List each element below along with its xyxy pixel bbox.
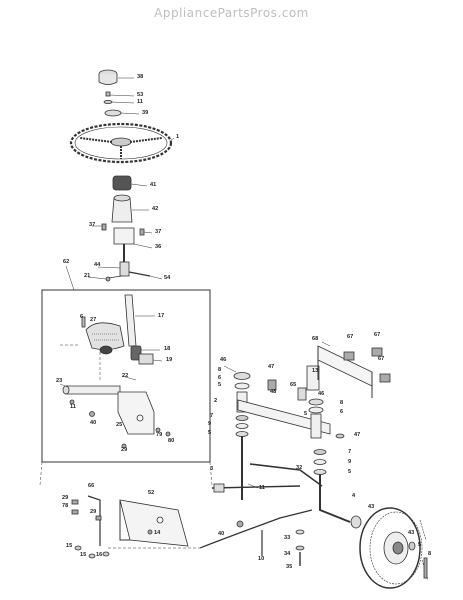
- part-callout-c67a: 67: [347, 334, 353, 340]
- part-callout-c7b: 7: [348, 449, 351, 455]
- part-callout-c17: 17: [158, 313, 164, 319]
- drag-link: [211, 463, 323, 493]
- steering-gear: [81, 316, 125, 355]
- part-callout-c6c: 6: [340, 409, 343, 415]
- part-callout-c16: 16: [96, 552, 102, 558]
- part-callout-c48: 48: [270, 389, 276, 395]
- part-callout-c47a: 47: [268, 364, 274, 370]
- part-callout-c29c: 29: [90, 509, 96, 515]
- part-callout-c66: 66: [88, 483, 94, 489]
- part-callout-c5d: 5: [348, 469, 351, 475]
- part-callout-c62: 62: [63, 259, 69, 265]
- part-callout-c5e: 5: [418, 542, 421, 548]
- tie-rod: [199, 509, 313, 556]
- front-axle: [237, 365, 331, 435]
- part-callout-c5a: 5: [218, 382, 221, 388]
- part-callout-c53: 53: [137, 92, 143, 98]
- steering-shaft: [124, 294, 155, 347]
- part-callout-c4: 4: [352, 493, 356, 499]
- part-callout-c38: 38: [137, 74, 143, 80]
- part-callout-c21: 21: [84, 273, 90, 279]
- part-callout-c10: 10: [258, 556, 264, 562]
- part-callout-c34: 34: [284, 551, 291, 557]
- steering-wheel: [69, 122, 175, 164]
- pivot-shaft: [59, 383, 121, 417]
- part-callout-c52: 52: [148, 490, 154, 496]
- part-callout-c23: 23: [56, 378, 62, 384]
- column-bracket: [92, 223, 153, 262]
- steering-cap: [98, 69, 134, 85]
- part-callout-c29a: 29: [121, 447, 127, 453]
- axle-bracket: [317, 341, 391, 398]
- part-callout-c44: 44: [94, 262, 101, 268]
- part-callout-c78: 78: [62, 503, 68, 509]
- lower-bracket: [71, 495, 200, 559]
- watermark: AppliancePartsPros.com: [154, 6, 309, 20]
- part-callout-c1: 1: [176, 134, 179, 140]
- part-callout-c8c: 8: [428, 551, 431, 557]
- left-spindle: [223, 365, 251, 500]
- part-callout-c68: 68: [312, 336, 318, 342]
- part-callout-c18: 18: [164, 346, 170, 352]
- part-callout-c67c: 67: [378, 356, 384, 362]
- part-callout-c8a: 8: [218, 367, 221, 373]
- part-callout-c25: 25: [116, 422, 122, 428]
- part-callout-c6b: 6: [218, 375, 221, 381]
- part-callout-c9a: 9: [208, 421, 211, 427]
- sector-bracket: [117, 375, 171, 449]
- part-callout-c43a: 43: [368, 504, 374, 510]
- part-callout-c37b: 37: [155, 229, 161, 235]
- shaft-coupler: [87, 261, 163, 282]
- part-callout-c65: 65: [290, 382, 296, 388]
- lower-fasteners: [295, 529, 305, 566]
- part-callout-c46: 46: [220, 357, 226, 363]
- part-callout-c5b: 5: [208, 430, 211, 436]
- part-callout-c27: 27: [90, 317, 96, 323]
- part-callout-c39: 39: [142, 110, 148, 116]
- part-callout-c14: 14: [154, 530, 161, 536]
- inset-box: [39, 265, 213, 486]
- steering-bushing: [112, 175, 148, 191]
- part-callout-c54: 54: [164, 275, 171, 281]
- part-callout-c47b: 47: [354, 432, 360, 438]
- part-callout-c2: 2: [214, 398, 217, 404]
- part-callout-c15b: 15: [80, 552, 86, 558]
- part-callout-c15a: 15: [66, 543, 72, 549]
- part-callout-c41: 41: [150, 182, 156, 188]
- part-callout-c79: 79: [156, 432, 162, 438]
- front-wheel: [350, 507, 429, 589]
- part-callout-c7a: 7: [210, 413, 213, 419]
- part-callout-c5c: 5: [304, 411, 307, 417]
- part-callout-c11a: 11: [137, 99, 143, 105]
- pinion: [130, 345, 163, 365]
- part-callout-c8b: 8: [340, 400, 343, 406]
- part-callout-c22: 22: [122, 373, 128, 379]
- part-callout-c43b: 43: [408, 530, 414, 536]
- part-callout-c46b: 46: [318, 391, 324, 397]
- part-callout-c80: 80: [168, 438, 174, 444]
- right-spindle: [308, 398, 351, 523]
- part-callout-c11b: 11: [70, 404, 76, 410]
- part-callout-c3: 3: [210, 466, 213, 472]
- part-callout-c11c: 11: [259, 485, 265, 491]
- part-callout-c32: 32: [296, 465, 302, 471]
- part-callout-c33: 33: [284, 535, 290, 541]
- part-callout-c6a: 6: [80, 314, 83, 320]
- column-cover: [111, 194, 149, 223]
- part-callout-c19: 19: [166, 357, 172, 363]
- cap-hardware: [103, 91, 140, 117]
- part-callout-c36: 36: [155, 244, 161, 250]
- part-callout-c29b: 29: [62, 495, 68, 501]
- part-callout-c9b: 9: [348, 459, 351, 465]
- part-callout-c37a: 37: [89, 222, 95, 228]
- part-callout-c40b: 40: [218, 531, 224, 537]
- part-callout-c35: 35: [286, 564, 292, 570]
- part-callout-c42: 42: [152, 206, 158, 212]
- part-callout-c67b: 67: [374, 332, 380, 338]
- part-callout-c13: 13: [312, 368, 318, 374]
- part-callout-c40a: 40: [90, 420, 96, 426]
